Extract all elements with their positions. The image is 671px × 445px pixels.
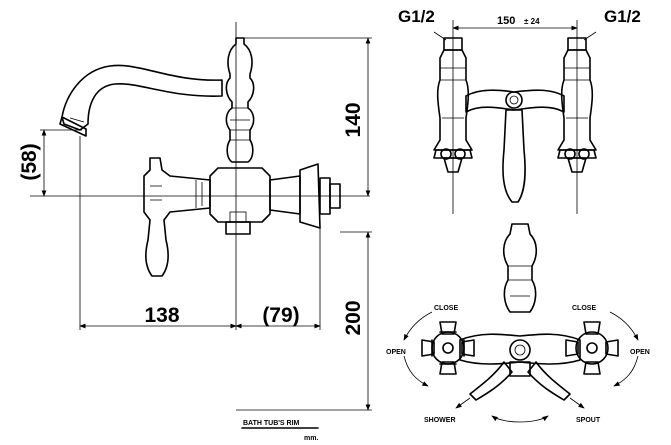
- top-body-bar: [459, 333, 581, 365]
- top-center-knob: [502, 223, 538, 313]
- left-valve-column: [433, 49, 473, 151]
- center-distance: 150: [497, 15, 515, 27]
- left-cross-handle: [421, 321, 475, 375]
- shower-label: SHOWER: [424, 417, 456, 424]
- open-left-label: OPEN: [386, 349, 406, 356]
- dim-spout-offset: (58): [18, 143, 41, 180]
- right-cross-handle: [565, 321, 619, 375]
- right-valve-column: [557, 49, 597, 151]
- dim-spout-reach: 138: [144, 304, 179, 327]
- front-crossbar: [465, 89, 565, 113]
- open-right-label: OPEN: [630, 349, 650, 356]
- spout-outline: [61, 64, 223, 131]
- close-right-label: CLOSE: [572, 305, 596, 312]
- front-view: G1/2 G1/2 150 ± 24: [398, 7, 641, 214]
- dim-body-depth: (79): [262, 304, 299, 327]
- front-spout: [502, 109, 526, 203]
- side-view: 140 200 (58) 138 (79) BATH TUB'S RIM mm.: [18, 22, 372, 442]
- dim-height-lower: 200: [342, 300, 365, 335]
- shower-knob-finial: [225, 37, 255, 163]
- dim-height-upper: 140: [342, 102, 365, 137]
- diverter-lever-right: [527, 361, 571, 401]
- diverter-lever-left: [469, 361, 513, 401]
- valve-body: [209, 167, 271, 223]
- unit-label: mm.: [304, 435, 318, 442]
- top-view: CLOSE CLOSE OPEN OPEN SHOWER SPOUT: [386, 223, 650, 424]
- rim-label: BATH TUB'S RIM: [243, 420, 300, 427]
- inlet-right-label: G1/2: [604, 7, 641, 26]
- close-left-label: CLOSE: [434, 305, 458, 312]
- lever-handle: [143, 157, 211, 277]
- inlet-left-label: G1/2: [398, 7, 435, 26]
- inlet-arm: [269, 175, 301, 215]
- center-tolerance: ± 24: [524, 17, 540, 26]
- spout-label: SPOUT: [576, 417, 601, 424]
